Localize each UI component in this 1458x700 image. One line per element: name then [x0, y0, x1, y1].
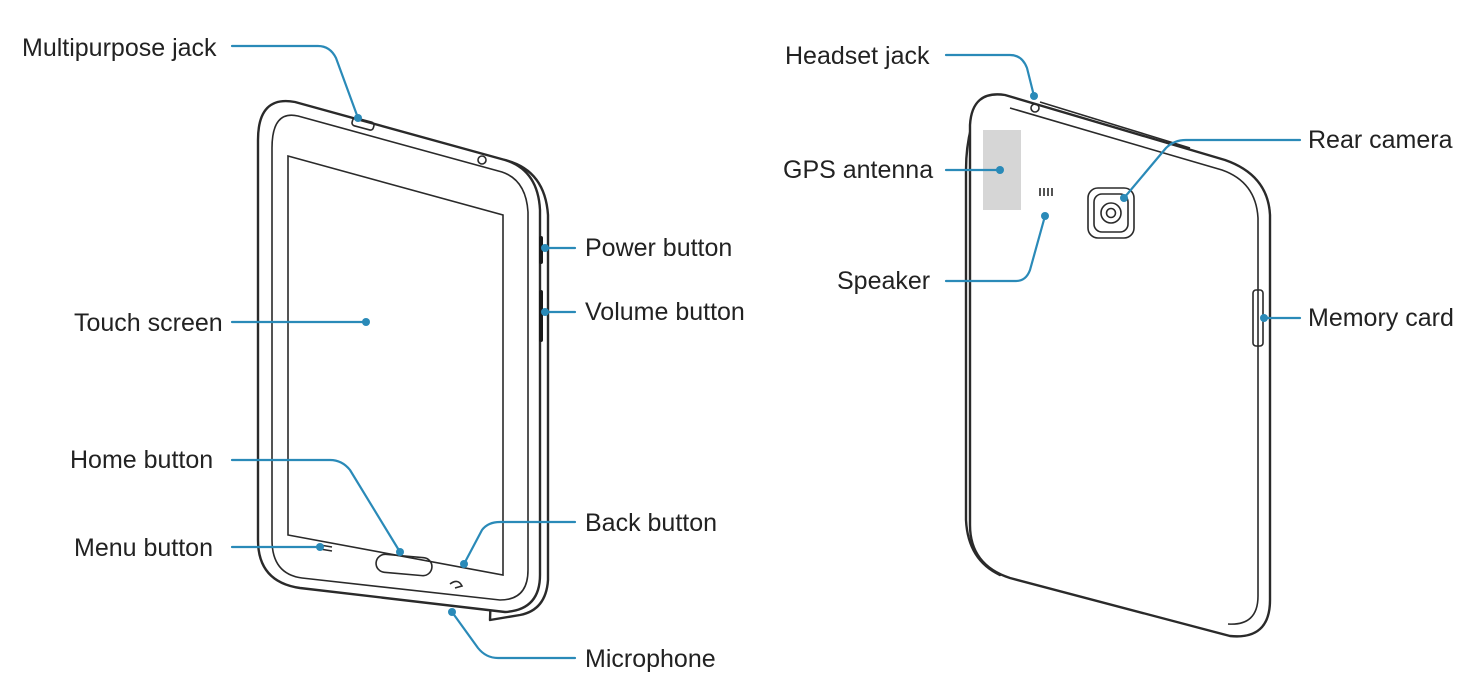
speaker-leader-line [944, 214, 1047, 283]
back-top-edge [1039, 101, 1191, 149]
front-labels: Multipurpose jack Power button Volume bu… [22, 34, 745, 673]
volume-button-pointer-dot [541, 308, 549, 316]
label-back-button: Back button [585, 509, 717, 537]
touch-screen-pointer-dot [362, 318, 370, 326]
multipurpose-jack-port [351, 117, 375, 131]
home-button-pointer-dot [396, 548, 404, 556]
rear-camera-leader-line [1122, 138, 1302, 200]
rear-camera-pointer-dot [1120, 194, 1128, 202]
label-power-button: Power button [585, 234, 732, 262]
speaker-pointer-dot [1041, 212, 1049, 220]
leader-lines [230, 44, 1302, 660]
back-device [964, 93, 1272, 638]
home-button-leader-line [230, 458, 402, 554]
memory-card-pointer-dot [1260, 314, 1268, 322]
back-button-pointer-dot [460, 560, 468, 568]
label-volume-button: Volume button [585, 298, 745, 326]
menu-button-pointer-dot [316, 543, 324, 551]
label-rear-camera: Rear camera [1308, 126, 1453, 154]
back-labels: Headset jack Rear camera GPS antenna Spe… [783, 42, 1454, 332]
back-device-body [968, 93, 1272, 638]
headset-jack-port [1030, 103, 1040, 113]
label-home-button: Home button [70, 446, 213, 474]
back-device-rim [1009, 107, 1259, 625]
home-button-shape [375, 553, 433, 577]
touch-screen-area [287, 154, 504, 576]
label-multipurpose-jack: Multipurpose jack [22, 34, 217, 62]
multipurpose-jack-leader-line [230, 44, 360, 120]
label-speaker: Speaker [837, 267, 930, 295]
front-device-bezel [271, 114, 529, 601]
headset-jack-leader-line [944, 53, 1036, 98]
front-top-hole [477, 155, 487, 165]
headset-jack-pointer-dot [1030, 92, 1038, 100]
label-touch-screen: Touch screen [74, 309, 223, 337]
label-microphone: Microphone [585, 645, 716, 673]
multipurpose-jack-pointer-dot [354, 114, 362, 122]
back-button-leader-line [462, 520, 577, 566]
power-button-pointer-dot [541, 244, 549, 252]
front-device-body [256, 99, 542, 614]
rear-camera-module [1087, 187, 1135, 239]
microphone-pointer-dot [448, 608, 456, 616]
speaker-grille [1039, 188, 1053, 196]
front-device [256, 99, 550, 622]
label-headset-jack: Headset jack [785, 42, 930, 70]
microphone-leader-line [450, 610, 577, 660]
back-button-glyph [449, 580, 464, 589]
label-menu-button: Menu button [74, 534, 213, 562]
label-memory-card: Memory card [1308, 304, 1454, 332]
label-gps-antenna: GPS antenna [783, 156, 933, 184]
gps-antenna-pointer-dot [996, 166, 1004, 174]
